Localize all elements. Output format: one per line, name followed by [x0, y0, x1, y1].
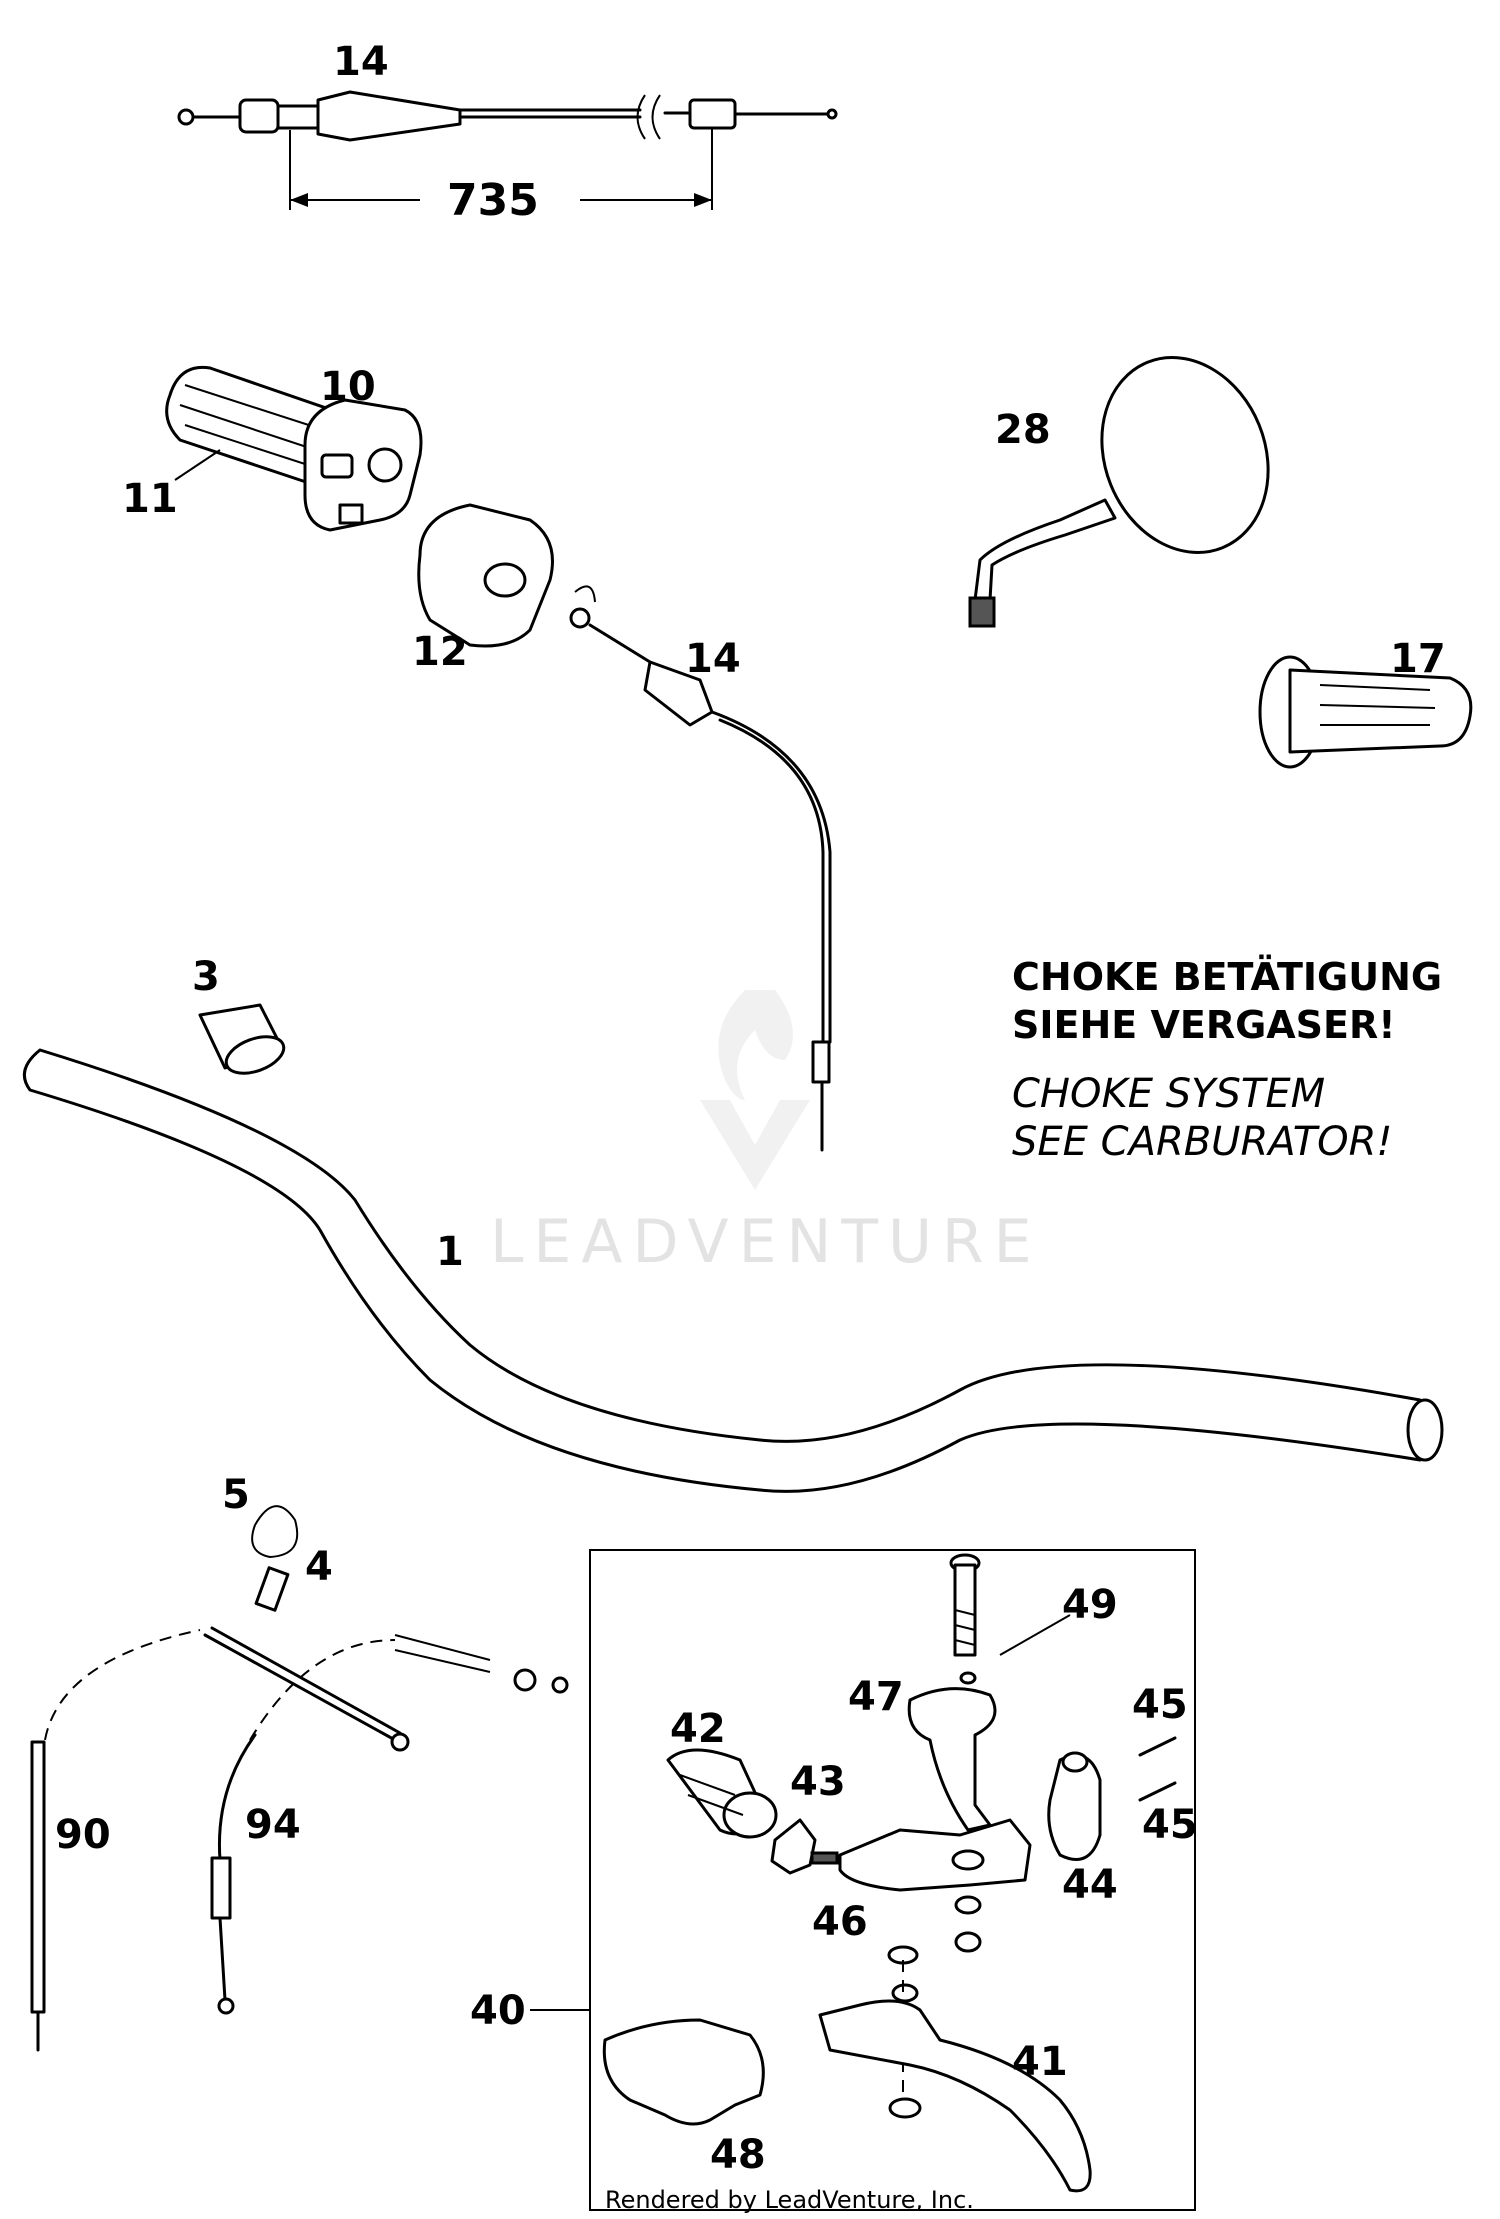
throttle-grip-assembly	[165, 365, 423, 532]
callout-90: 90	[55, 1812, 111, 1858]
throttle-cable-mid	[569, 585, 832, 1152]
watermark-logo	[700, 990, 810, 1190]
callout-5: 5	[222, 1472, 250, 1518]
note-de-line2: SIEHE VERGASER!	[1012, 1003, 1396, 1047]
callout-45-a: 45	[1132, 1682, 1188, 1728]
lever-cover-48	[602, 2018, 765, 2126]
rubber-42	[666, 1748, 778, 1839]
callout-12: 12	[412, 629, 468, 675]
footer-credit: Rendered by LeadVenture, Inc.	[605, 2186, 974, 2214]
watermark-text: LEADVENTURE	[490, 1207, 1042, 1277]
bolt-49	[949, 1553, 1071, 1685]
callout-47: 47	[848, 1674, 904, 1720]
callout-14-top: 14	[333, 39, 389, 85]
lever-housing-46	[838, 1818, 1032, 1892]
screw-45-a	[1138, 1736, 1177, 1757]
ring-part-5	[251, 1505, 299, 1559]
cable-90-94	[30, 1626, 569, 2052]
screw-45-b	[1138, 1781, 1177, 1802]
callout-94: 94	[245, 1802, 301, 1848]
lever-arm-47	[907, 1687, 997, 1832]
assembly-40-frame	[589, 1549, 1196, 2211]
callout-11: 11	[122, 476, 178, 522]
callout-1: 1	[436, 1229, 464, 1275]
mirror	[968, 356, 1270, 628]
callout-40: 40	[470, 1988, 526, 2034]
callout-44: 44	[1062, 1862, 1118, 1908]
callout-28: 28	[995, 407, 1051, 453]
callout-4: 4	[305, 1544, 333, 1590]
callout-45-b: 45	[1142, 1802, 1198, 1848]
pin-part-4	[254, 1566, 290, 1612]
note-en-line1: CHOKE SYSTEM	[1012, 1071, 1325, 1117]
callout-42: 42	[670, 1706, 726, 1752]
handlebar	[22, 1048, 1444, 1493]
adjuster-43	[770, 1818, 839, 1875]
note-en-line2: SEE CARBURATOR!	[1012, 1119, 1392, 1165]
callout-3: 3	[192, 954, 220, 1000]
bushing	[198, 1003, 286, 1075]
callout-43: 43	[790, 1759, 846, 1805]
callout-48: 48	[710, 2132, 766, 2178]
clamp-44	[1047, 1751, 1102, 1861]
callout-46: 46	[812, 1899, 868, 1945]
callout-17: 17	[1390, 636, 1446, 682]
throttle-cover	[417, 503, 554, 648]
callout-10: 10	[320, 364, 376, 410]
note-de-line1: CHOKE BETÄTIGUNG	[1012, 955, 1442, 999]
callout-49: 49	[1062, 1582, 1118, 1628]
washers	[887, 1895, 982, 2119]
left-grip	[1258, 655, 1473, 769]
callout-41: 41	[1012, 2039, 1068, 2085]
clutch-lever-41	[818, 1999, 1092, 2193]
dimension-735: 735	[447, 175, 539, 226]
throttle-cable-top	[177, 90, 838, 210]
callout-14-mid: 14	[685, 636, 741, 682]
